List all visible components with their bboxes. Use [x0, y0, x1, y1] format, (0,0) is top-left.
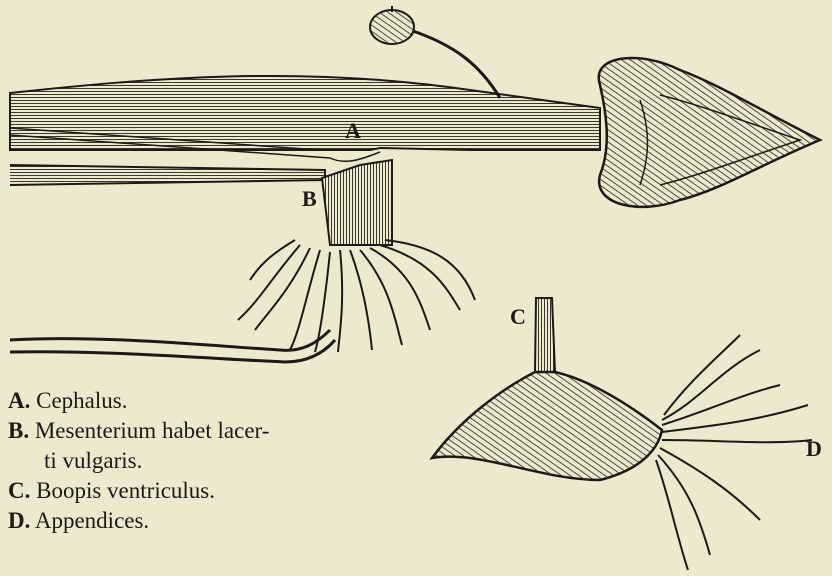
- legend-text: Cephalus.: [36, 388, 127, 413]
- vessel: [10, 330, 335, 362]
- legend-text: Mesenterium habet lacer-: [35, 418, 270, 443]
- legend-item-d: D. Appendices.: [8, 506, 269, 536]
- legend-item-c: C. Boopis ventriculus.: [8, 476, 269, 506]
- label-b: B: [302, 188, 317, 210]
- mesentery-branch: [322, 160, 392, 245]
- mesentery-roots: [238, 240, 475, 352]
- legend: A. Cephalus. B. Mesenterium habet lacer-…: [8, 386, 269, 536]
- legend-item-b: B. Mesenterium habet lacer-: [8, 416, 269, 446]
- legend-key: A.: [8, 388, 30, 413]
- legend-key: B.: [8, 418, 29, 443]
- legend-key: C.: [8, 478, 30, 503]
- legend-item-a: A. Cephalus.: [8, 386, 269, 416]
- cephalus-head: [599, 58, 820, 207]
- legend-item-b-continued: ti vulgaris.: [8, 446, 269, 476]
- boopis-stomach: [432, 298, 662, 480]
- legend-key: D.: [8, 508, 30, 533]
- label-d: D: [806, 438, 822, 460]
- intestine-tube: [10, 76, 600, 185]
- label-a: A: [345, 120, 361, 142]
- label-c: C: [510, 306, 526, 328]
- legend-text: Boopis ventriculus.: [36, 478, 215, 503]
- legend-text: Appendices.: [35, 508, 149, 533]
- appendices-d: [656, 335, 812, 570]
